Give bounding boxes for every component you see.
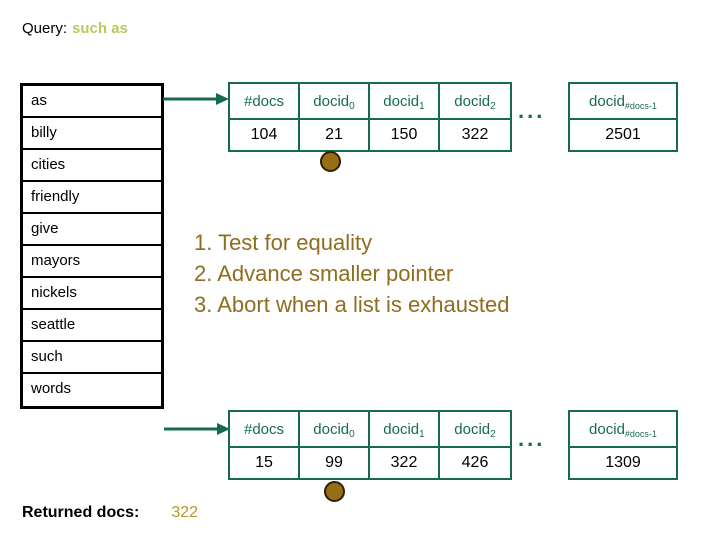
docs-count-value: 104 <box>250 126 278 143</box>
posting-table-top-last: docid#docs-1 2501 <box>568 82 678 152</box>
header-subscript: 0 <box>349 428 355 440</box>
header-text: docid <box>313 420 350 438</box>
posting-column: #docs 15 <box>230 412 300 478</box>
header-subscript: #docs-1 <box>624 101 657 111</box>
posting-column: docid#docs-1 2501 <box>570 84 676 150</box>
header-text: #docs <box>243 92 285 110</box>
header-text: docid <box>383 420 420 438</box>
word-list-item: such <box>23 342 161 374</box>
returned-docs-label: Returned docs: <box>22 504 140 521</box>
word-list-item: words <box>23 374 161 406</box>
algorithm-step: 3. Abort when a list is exhausted <box>194 292 510 317</box>
returned-docs-value: 322 <box>171 504 199 521</box>
posting-column: #docs 104 <box>230 84 300 150</box>
returned-docs: Returned docs: 322 <box>22 504 198 522</box>
posting-column: docid#docs-1 1309 <box>570 412 676 478</box>
word-list-item: mayors <box>23 246 161 278</box>
docs-count-value: 15 <box>255 454 273 471</box>
column-header-docid-last: docid#docs-1 <box>570 412 676 448</box>
column-header-docs: #docs <box>230 412 298 448</box>
word-list-item: nickels <box>23 278 161 310</box>
word-list-item: friendly <box>23 182 161 214</box>
header-subscript: 0 <box>349 100 355 112</box>
header-text: docid <box>589 92 625 110</box>
header-text: #docs <box>243 420 285 438</box>
header-text: docid <box>313 92 350 110</box>
header-subscript: 1 <box>419 428 425 440</box>
word-list-item: billy <box>23 118 161 150</box>
query-terms: such as <box>72 20 128 37</box>
ellipsis: ... <box>518 426 546 451</box>
docid-value: 21 <box>325 126 343 143</box>
pointer-marker-icon <box>324 481 345 502</box>
docid-value: 99 <box>325 454 343 471</box>
header-text: docid <box>454 420 491 438</box>
word-list-item: seattle <box>23 310 161 342</box>
docid-value: 426 <box>461 454 489 471</box>
pointer-marker-icon <box>320 151 341 172</box>
word-list-item: cities <box>23 150 161 182</box>
column-header-docid-last: docid#docs-1 <box>570 84 676 120</box>
algorithm-step: 1. Test for equality <box>194 230 373 255</box>
arrow-right-icon <box>164 423 230 435</box>
word-list: as billy cities friendly give mayors nic… <box>20 83 164 409</box>
page-title: Query:such as <box>22 20 128 37</box>
algorithm-steps: 1. Test for equality 2. Advance smaller … <box>194 227 510 320</box>
arrow-right-icon <box>163 93 229 105</box>
word-list-item: give <box>23 214 161 246</box>
docid-value: 322 <box>461 126 489 143</box>
column-header-docs: #docs <box>230 84 298 120</box>
algorithm-step: 2. Advance smaller pointer <box>194 261 454 286</box>
docid-value: 322 <box>390 454 418 471</box>
docid-value: 1309 <box>605 454 641 471</box>
ellipsis: ... <box>518 98 546 123</box>
posting-table-bottom-last: docid#docs-1 1309 <box>568 410 678 480</box>
docid-value: 150 <box>390 126 418 143</box>
header-text: docid <box>383 92 420 110</box>
header-text: docid <box>589 420 625 438</box>
header-subscript: #docs-1 <box>624 429 657 439</box>
header-subscript: 2 <box>490 428 496 440</box>
header-subscript: 1 <box>419 100 425 112</box>
word-list-item: as <box>23 86 161 118</box>
header-subscript: 2 <box>490 100 496 112</box>
query-label: Query: <box>22 20 68 37</box>
docid-value: 2501 <box>605 126 641 143</box>
header-text: docid <box>454 92 491 110</box>
